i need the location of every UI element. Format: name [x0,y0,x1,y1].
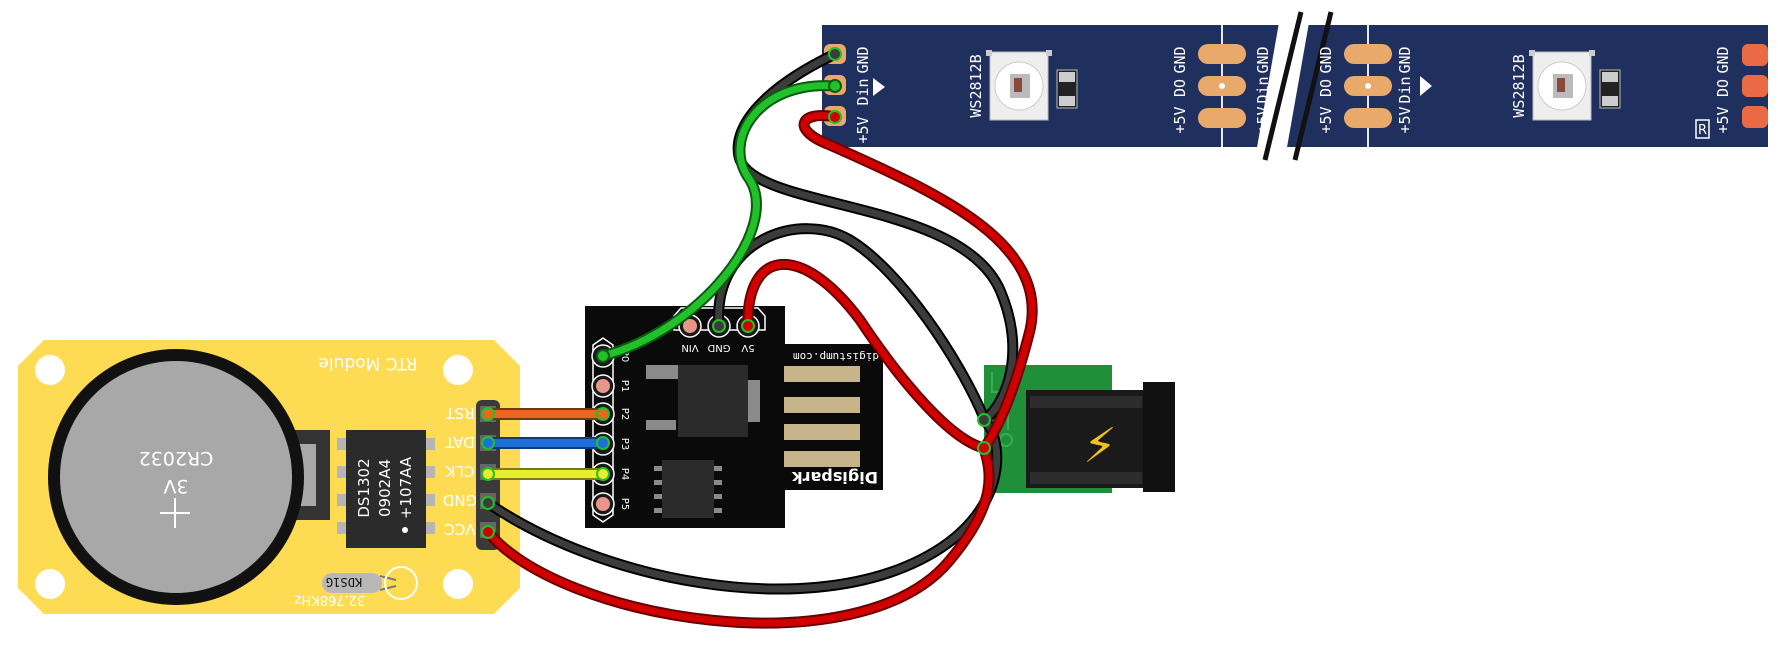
pin-p3: P3 [619,438,630,450]
mount-hole [443,569,473,599]
crystal-frequency: 32.768KHz [295,592,366,607]
svg-text:+5V: +5V [1396,106,1414,133]
ds1302-chip: DS1302 0902A4 +107AA [337,430,435,548]
svg-text:GND: GND [1171,46,1189,73]
svg-text:GND: GND [1317,46,1335,73]
din-arrow-icon [873,78,885,96]
pad-label-din: Din [854,78,872,105]
strip-pad-labels-mid-right: GND DO +5V [1317,46,1335,133]
pin-5v: 5V [741,342,754,353]
svg-text:DO: DO [1317,79,1335,97]
rtc-pin-labels: RST DAT CLK GND VCC [443,404,477,538]
pin-p4: P4 [619,468,630,480]
jack-barrel [1143,382,1175,492]
svg-text:GND: GND [1254,46,1272,73]
digispark-board: P0 P1 P2 P3 P4 P5 VIN GND 5V [585,306,883,528]
svg-text:GND: GND [1396,46,1414,73]
pin-p1: P1 [619,380,630,392]
power-jack: ⚡ [984,365,1175,493]
rtc-title: RTC Module [318,353,417,373]
wires [481,47,1038,629]
corner-mark: R [1698,123,1707,138]
chip-line-3: +107AA [397,456,415,519]
wire-red-digispark-5v [742,259,990,454]
mount-hole [35,355,65,385]
strip-pad-labels-mid-left: GND DO +5V [1171,46,1189,133]
strip-pad-labels-right: GND DO +5V [1714,46,1732,133]
attiny85-chip [654,460,722,518]
battery-labels: 3V CR2032 [139,447,214,497]
led-2: WS2812B [1510,50,1621,121]
din-arrow-icon-2 [1420,76,1432,96]
svg-text:DO: DO [1171,79,1189,97]
led-1: WS2812B [967,50,1078,121]
led-strip: GND Din +5V WS2812B GND DO +5V [822,0,1768,170]
pin-label-vcc: VCC [444,520,475,538]
pin-p2: P2 [619,408,630,420]
svg-text:Din: Din [1396,76,1414,103]
digistump-url: digistump.com [793,350,879,363]
pin-label-dat: DAT [444,433,474,451]
wire-black-rtc-gnd [482,414,1003,595]
usb-contacts [784,366,860,467]
registered-mark-icon: R [1695,119,1710,139]
chip-line-2: 0902A4 [376,459,394,517]
led-1-chip-label: WS2812B [967,54,985,117]
strip-solder-pads-1 [1198,44,1246,128]
mount-hole [35,569,65,599]
pin-gnd: GND [707,342,730,353]
wire-endpoints [481,47,991,539]
svg-text:+5V: +5V [1171,106,1189,133]
chip-line-1: DS1302 [355,458,373,517]
break-line-right [1292,11,1334,161]
battery-model: CR2032 [139,447,214,469]
svg-text:+5V: +5V [1714,106,1732,133]
crystal-part: KDS1G [326,575,362,589]
plus-icon [160,498,190,528]
pin-vin: VIN [681,342,698,353]
svg-text:+5V: +5V [1317,106,1335,133]
strip-pad-labels-mid-right2: GND Din +5V [1396,46,1414,133]
cr2032-battery [60,361,292,593]
pad-label-gnd: GND [854,46,872,73]
pin-label-gnd: GND [443,491,477,509]
strip-solder-pads-2 [1344,44,1392,128]
strip-pad-labels-left: GND Din +5V [854,46,872,143]
strip-output-pads [1742,44,1768,128]
power-pin-labels: VIN GND 5V [681,342,754,353]
wire-green-strip-din [597,80,841,362]
svg-text:DO: DO [1714,79,1732,97]
pin-p0: P0 [619,350,630,362]
digispark-brand: Digispark [792,468,878,487]
pad-label-5v: +5V [854,116,872,143]
break-line-left [1262,11,1304,161]
wire-red-strip-5v [798,110,1038,454]
rtc-module: RTC Module 3V CR2032 DS1302 0902A4 [18,340,520,614]
wire-red-rtc-vcc [482,442,995,629]
svg-text:GND: GND [1714,46,1732,73]
battery-voltage: 3V [163,475,188,497]
voltage-regulator [646,365,760,437]
lightning-icon: ⚡ [1083,418,1117,474]
pin-p5: P5 [619,498,630,510]
pin-label-rst: RST [445,404,475,422]
digispark-pin-labels: P0 P1 P2 P3 P4 P5 [619,350,630,510]
led-2-chip-label: WS2812B [1510,54,1528,117]
crystal-oscillator: KDS1G 32.768KHz [295,566,418,607]
mount-hole [443,355,473,385]
pin-label-clk: CLK [445,462,475,480]
